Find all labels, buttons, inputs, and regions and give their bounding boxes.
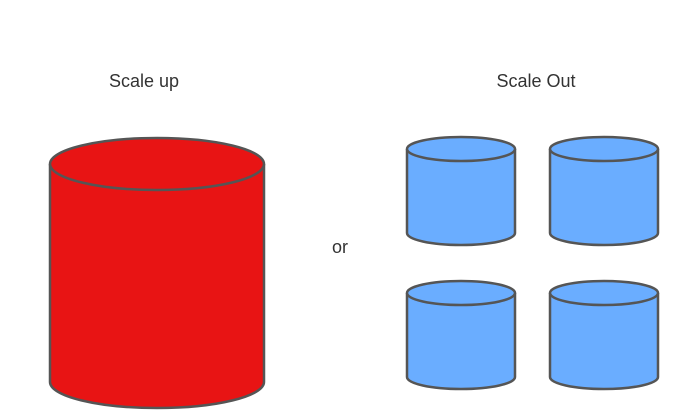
small-database-cylinder-2 [548, 135, 660, 247]
scale-out-label: Scale Out [496, 71, 576, 91]
small-database-cylinder-1 [405, 135, 517, 247]
small-database-cylinder-3 [405, 279, 517, 391]
small-database-cylinder-4 [548, 279, 660, 391]
scale-up-label: Scale up [108, 71, 180, 91]
or-label: or [331, 237, 348, 257]
large-database-cylinder [48, 136, 266, 410]
